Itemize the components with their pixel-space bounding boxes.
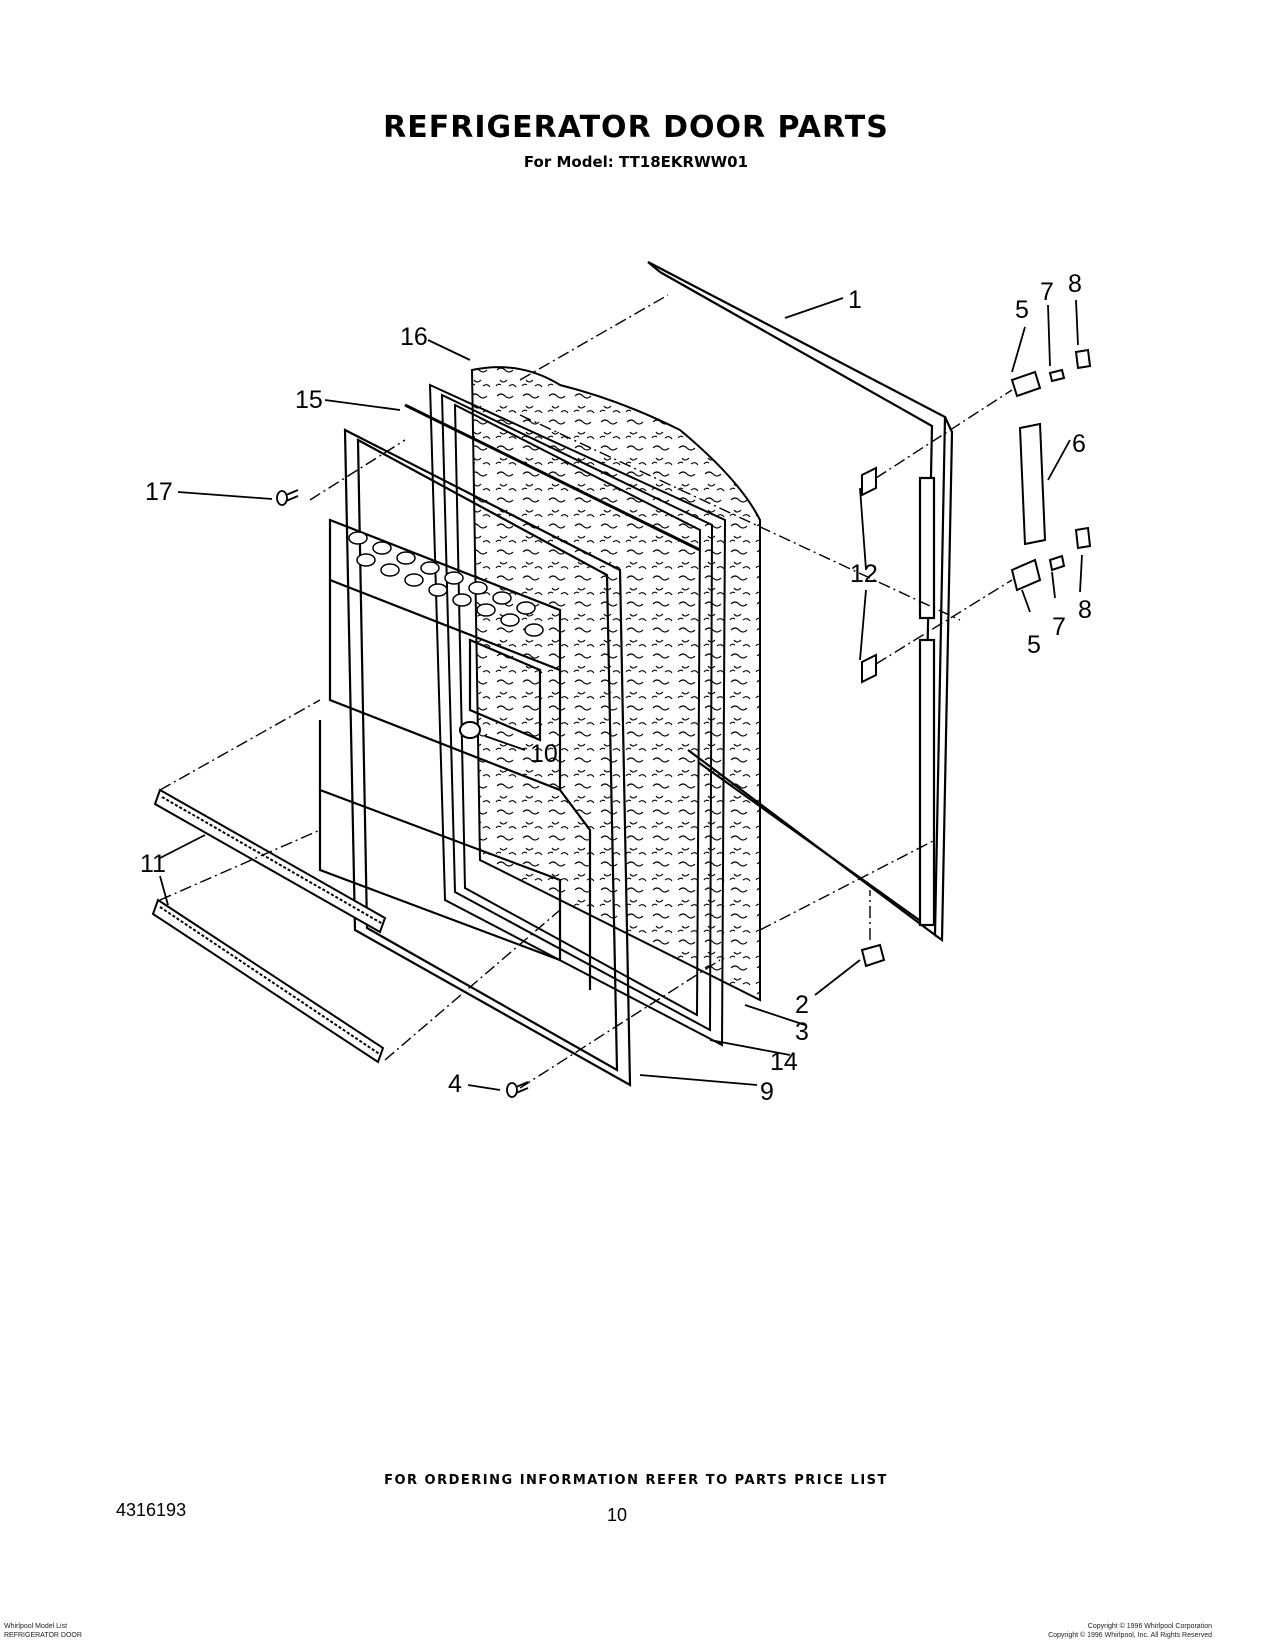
fine-print-right-line-2: Copyright © 1996 Whirlpool, Inc. All Rig…: [1048, 1632, 1212, 1639]
page-title: REFRIGERATOR DOOR PARTS: [383, 110, 889, 145]
callout-9: 9: [760, 1078, 774, 1106]
fine-print-left-line-1: Whirlpool Model List: [4, 1623, 68, 1630]
fine-print-left: Whirlpool Model List REFRIGERATOR DOOR: [4, 1622, 82, 1640]
document-number: 4316193: [116, 1500, 187, 1520]
callout-15: 15: [295, 386, 323, 414]
outer-door-panel: [647, 261, 954, 943]
callout-8-top: 8: [1068, 270, 1082, 298]
callout-12: 12: [850, 560, 878, 588]
fine-print-right-line-1: Copyright © 1996 Whirlpool Corporation: [1087, 1623, 1212, 1630]
callout-3: 3: [795, 1018, 809, 1046]
screws: [276, 489, 529, 1098]
callout-16: 16: [400, 323, 428, 351]
callout-5-top: 5: [1015, 296, 1029, 324]
callout-4: 4: [448, 1070, 462, 1098]
callout-1: 1: [848, 286, 862, 314]
alignment-lines: [159, 294, 1013, 1089]
door-liner: [318, 428, 632, 1087]
callout-7-bottom: 7: [1052, 613, 1066, 641]
foam-insulation: [470, 366, 761, 1002]
callout-11: 11: [140, 850, 166, 878]
egg-cups: [348, 531, 544, 637]
fine-print-left-line-2: REFRIGERATOR DOOR: [4, 1632, 82, 1639]
model-subtitle: For Model: TT18EKRWW01: [523, 153, 749, 171]
handle-assembly: [1010, 348, 1092, 592]
ordering-note: FOR ORDERING INFORMATION REFER TO PARTS …: [384, 1473, 888, 1488]
fine-print-right: Copyright © 1996 Whirlpool Corporation C…: [1048, 1622, 1212, 1640]
hinge-brackets: [861, 466, 877, 684]
callout-6: 6: [1072, 430, 1086, 458]
page-number: 10: [607, 1505, 628, 1525]
door-knob: [459, 721, 481, 739]
callout-10: 10: [530, 740, 558, 768]
door-stop: [860, 943, 886, 968]
shelf-retainer-bars: [151, 788, 387, 1064]
callout-2: 2: [795, 991, 809, 1019]
callout-8-bottom: 8: [1078, 596, 1092, 624]
leader-lines: [159, 297, 1083, 1091]
callout-5-bottom: 5: [1027, 631, 1041, 659]
callout-17: 17: [145, 478, 173, 506]
callout-14: 14: [770, 1048, 798, 1076]
callout-7-top: 7: [1040, 278, 1054, 306]
breaker-strip: [404, 403, 701, 552]
